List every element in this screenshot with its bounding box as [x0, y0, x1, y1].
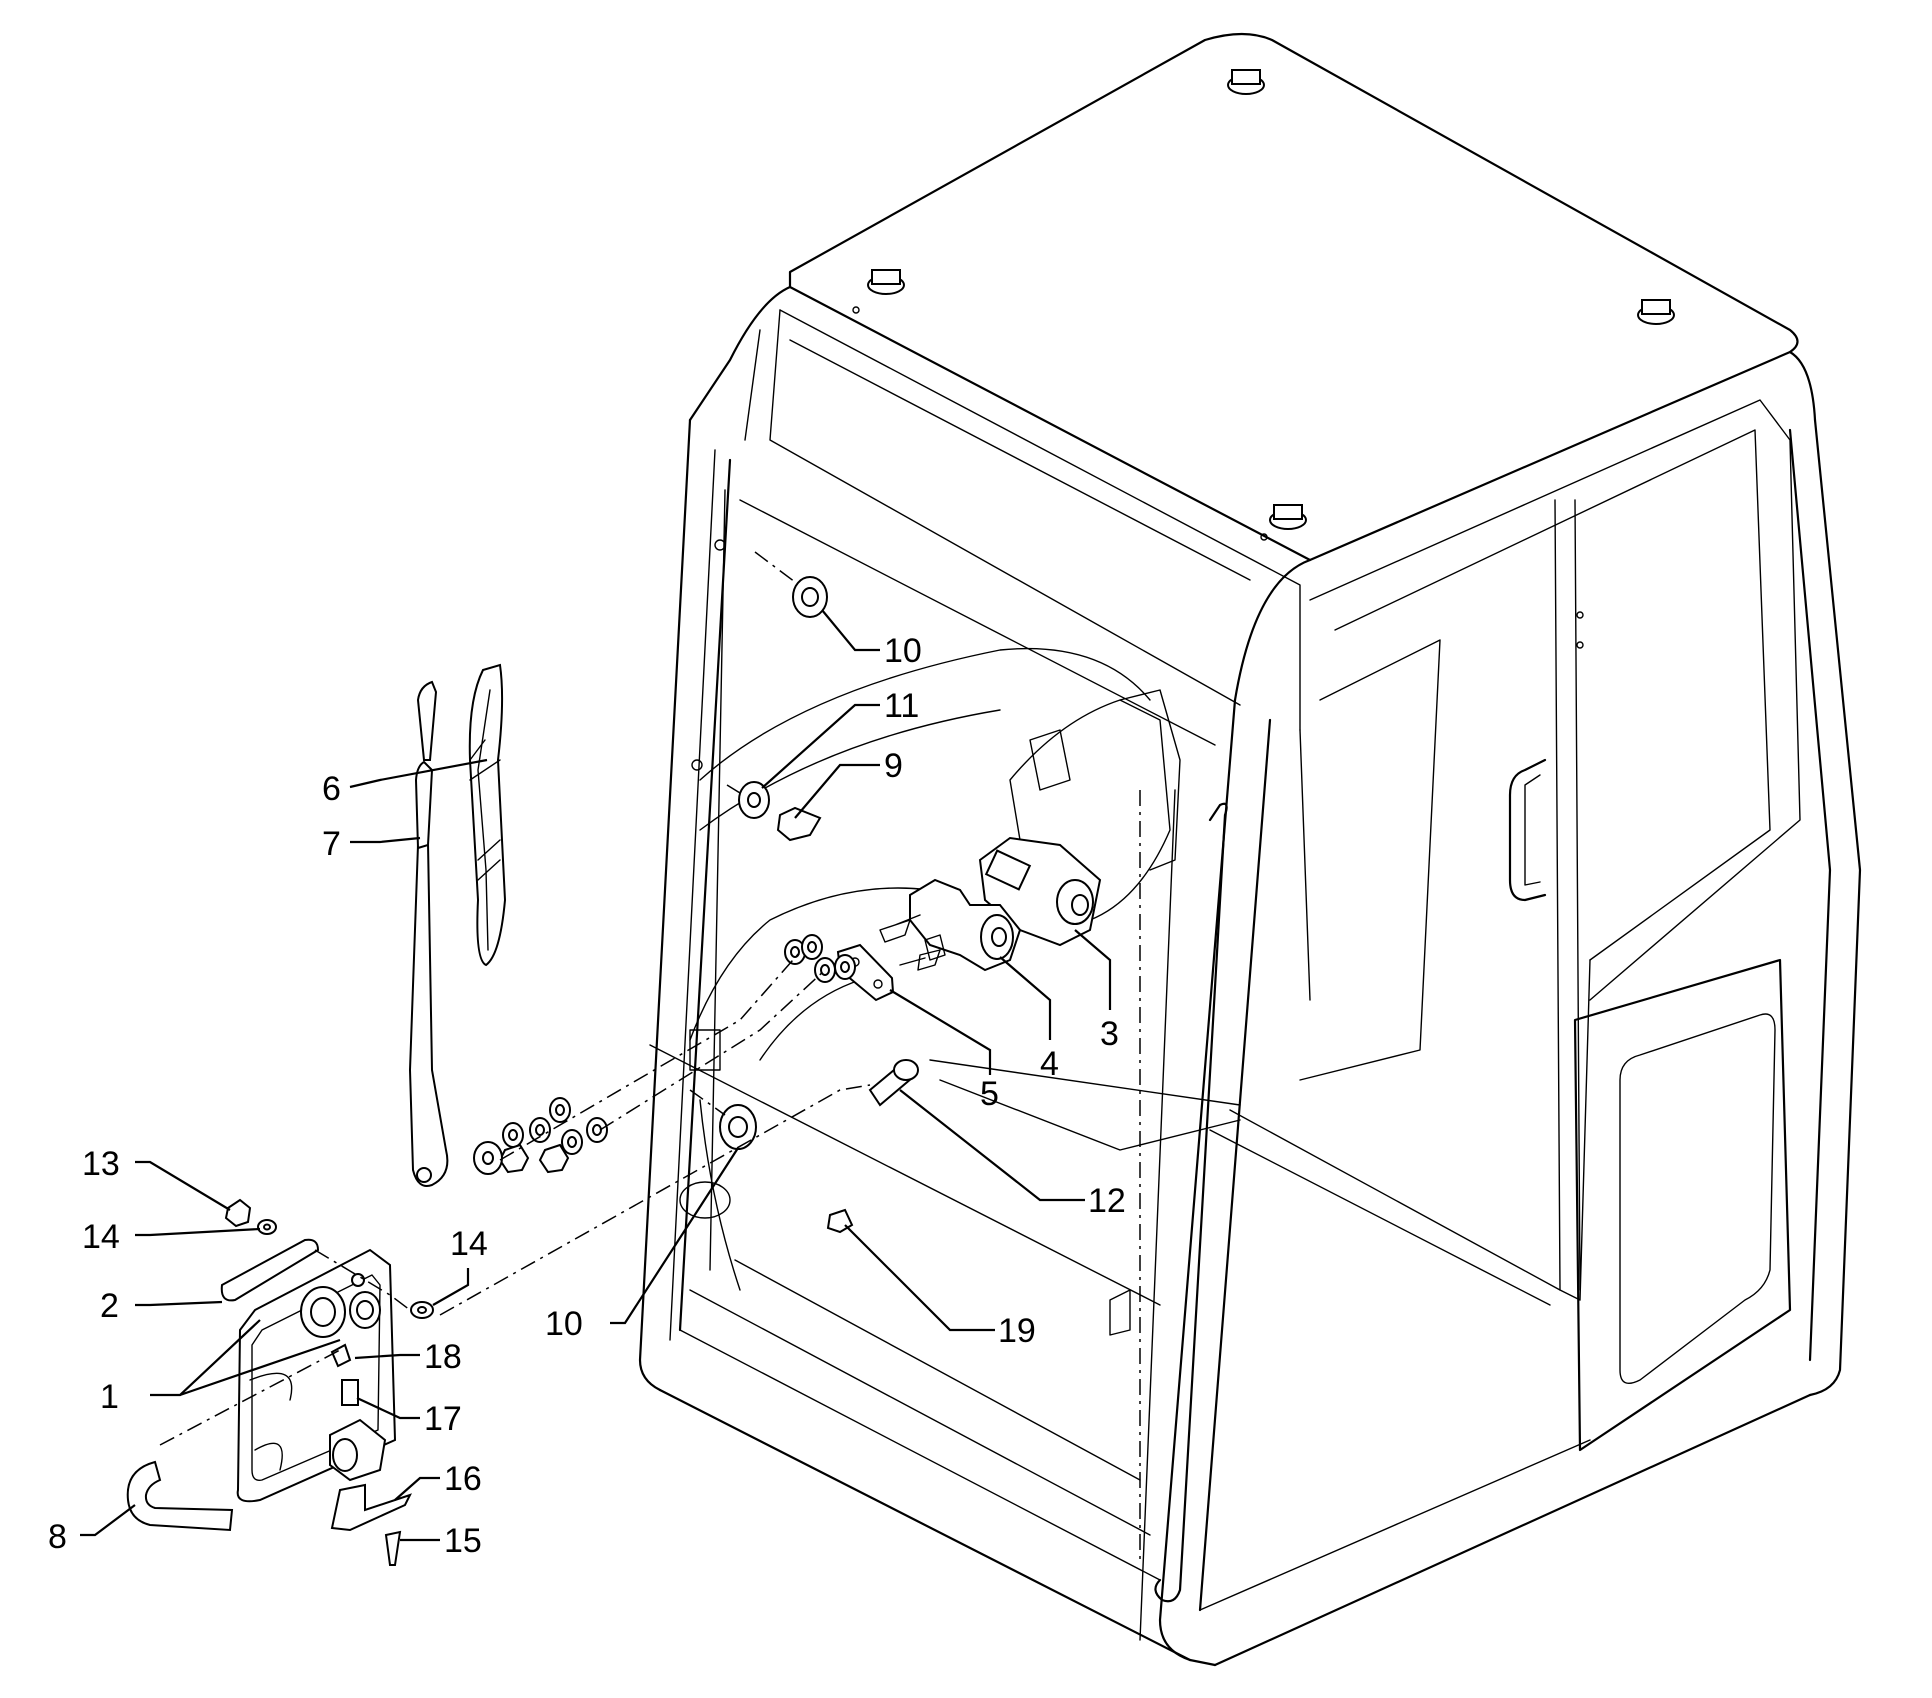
callout-2: 2 [100, 1287, 119, 1325]
washer-motor [879, 878, 1022, 972]
roof-mount-icon [867, 69, 1675, 530]
callout-10-top: 10 [884, 632, 922, 670]
callout-15: 15 [444, 1522, 482, 1560]
callout-16: 16 [444, 1460, 482, 1498]
callout-7: 7 [322, 825, 341, 863]
callout-6: 6 [322, 770, 341, 808]
callout-10-bottom: 10 [545, 1305, 583, 1343]
link-arm [220, 1238, 320, 1302]
callout-13: 13 [82, 1145, 120, 1183]
wiper-motor [978, 836, 1102, 947]
washer-tank [126, 1248, 412, 1566]
washer-stack [473, 934, 856, 1175]
nozzle-parts [738, 781, 822, 842]
wiper-blade [468, 663, 507, 967]
callout-9: 9 [884, 747, 903, 785]
callout-17: 17 [424, 1400, 462, 1438]
callout-12: 12 [1088, 1182, 1126, 1220]
callout-4: 4 [1040, 1045, 1059, 1083]
leader-lines [80, 609, 1112, 1542]
cab-frame [638, 32, 1862, 1667]
callout-5: 5 [980, 1075, 999, 1113]
bolt [868, 1059, 919, 1107]
callout-1: 1 [100, 1378, 119, 1416]
callout-11: 11 [884, 687, 919, 725]
callout-8: 8 [48, 1518, 67, 1556]
assembly-lines [159, 551, 871, 1446]
callout-3: 3 [1100, 1015, 1119, 1053]
callout-14-left: 14 [82, 1218, 120, 1256]
callouts: 10 11 9 6 7 3 4 5 12 13 14 14 2 10 19 1 … [48, 632, 1126, 1560]
grommet [719, 576, 828, 1150]
callout-14-right: 14 [450, 1225, 488, 1263]
callout-18: 18 [424, 1338, 462, 1376]
callout-19: 19 [998, 1312, 1036, 1350]
wiper-arm [408, 680, 449, 1187]
nut-and-washers [224, 1198, 434, 1319]
